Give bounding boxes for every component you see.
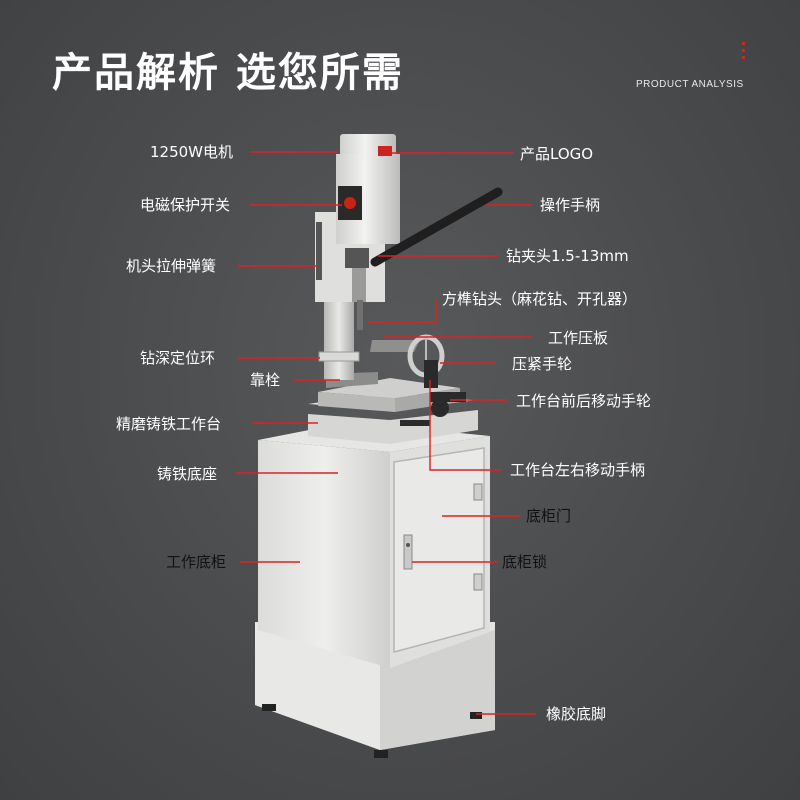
rubber-foot [262, 704, 276, 711]
label-door: 底柜门 [526, 507, 572, 525]
cabinet-door [393, 447, 485, 653]
motor [336, 134, 400, 244]
rubber-foot [374, 750, 388, 758]
door-hinge [473, 573, 483, 591]
operating-handle [370, 187, 503, 267]
red-dots-decoration [742, 42, 746, 63]
mortise-bit [357, 300, 363, 330]
label-lock: 底柜锁 [502, 553, 548, 571]
page-subtitle: PRODUCT ANALYSIS [636, 79, 744, 90]
door-hinge [473, 483, 483, 501]
door-lock [403, 534, 413, 570]
label-worktable: 精磨铸铁工作台 [116, 415, 222, 433]
label-cabinet: 工作底柜 [166, 553, 227, 571]
leader-lines [236, 151, 536, 715]
label-base: 铸铁底座 [157, 465, 218, 483]
drill-chuck [352, 268, 366, 302]
label-feet: 橡胶底脚 [546, 705, 607, 723]
press-plate [370, 340, 420, 352]
page-title: 产品解析 选您所需 [52, 50, 404, 96]
left-right-handle [400, 420, 430, 426]
label-chuck: 钻夹头1.5-13mm [506, 247, 629, 265]
extension-spring [316, 222, 322, 280]
label-clamp-wheel: 压紧手轮 [512, 355, 573, 373]
label-extension-spring: 机头拉伸弹簧 [126, 257, 217, 275]
label-depth-ring: 钻深定位环 [140, 349, 216, 367]
label-logo: 产品LOGO [520, 145, 594, 163]
label-handle: 操作手柄 [540, 196, 601, 214]
label-press-plate: 工作压板 [548, 329, 609, 347]
label-fence: 靠栓 [250, 371, 281, 389]
clamp-handwheel [407, 334, 445, 388]
label-bit: 方榫钻头（麻花钻、开孔器） [442, 290, 638, 308]
label-left-right-handle: 工作台左右移动手柄 [510, 461, 646, 479]
logo-badge [378, 146, 392, 156]
label-front-back-wheel: 工作台前后移动手轮 [516, 392, 652, 410]
rubber-foot [470, 712, 482, 719]
front-back-handwheel [430, 392, 466, 417]
label-magnetic-switch: 电磁保护开关 [140, 196, 231, 214]
label-motor: 1250W电机 [150, 143, 234, 161]
depth-ring [318, 351, 360, 362]
